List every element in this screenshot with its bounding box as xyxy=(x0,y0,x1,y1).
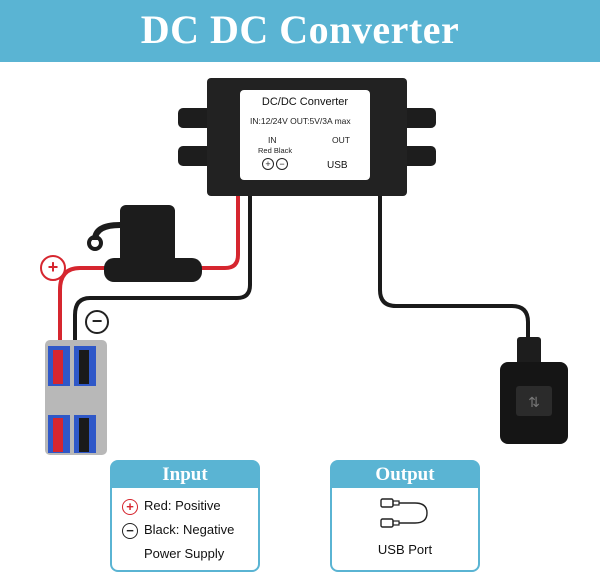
red-black-label: Red Black xyxy=(258,146,293,155)
page-title: DC DC Converter xyxy=(140,7,460,52)
red-wire-lead xyxy=(58,266,110,440)
output-card: Output USB Port xyxy=(330,460,480,572)
plus-icon: + xyxy=(122,498,138,515)
red-wire xyxy=(200,195,240,270)
output-card-body: USB Port xyxy=(332,488,478,570)
positive-marker-icon: + xyxy=(40,255,66,281)
fuse-holder xyxy=(87,205,202,282)
usb-cable-icon xyxy=(380,498,428,528)
svg-text:⇅: ⇅ xyxy=(528,395,540,411)
input-row-negative: −Black: Negative xyxy=(122,522,234,539)
minus-symbol-icon: − xyxy=(276,158,288,170)
power-supply-text: Power Supply xyxy=(144,546,225,561)
negative-text: Black: Negative xyxy=(144,522,235,537)
input-row-positive: + Red: Positive xyxy=(122,498,221,515)
converter-spec: IN:12/24V OUT:5V/3A max xyxy=(250,116,351,126)
in-label: IN xyxy=(268,135,277,145)
positive-text: Red: Positive xyxy=(144,498,221,513)
output-card-title: Output xyxy=(375,464,435,485)
minus-icon: − xyxy=(122,522,138,539)
negative-marker-icon: − xyxy=(85,310,109,334)
input-card-title: Input xyxy=(162,464,208,485)
usb-port-text: USB Port xyxy=(377,542,433,557)
out-label: OUT xyxy=(332,135,350,145)
converter-label: DC/DC Converter IN:12/24V OUT:5V/3A max … xyxy=(240,90,370,180)
black-wire xyxy=(73,195,252,440)
lever-connector xyxy=(45,340,107,455)
input-card-body: + Red: Positive −Black: Negative Power Su… xyxy=(112,488,258,570)
input-card: Input + Red: Positive −Black: Negative Po… xyxy=(110,460,260,572)
usb-connector: ⇅ xyxy=(500,337,568,444)
title-banner: DC DC Converter xyxy=(0,0,600,62)
usb-label: USB xyxy=(327,160,348,171)
usb-cable xyxy=(378,195,530,340)
converter-label-title: DC/DC Converter xyxy=(261,96,349,108)
plus-symbol-icon: + xyxy=(262,158,274,170)
